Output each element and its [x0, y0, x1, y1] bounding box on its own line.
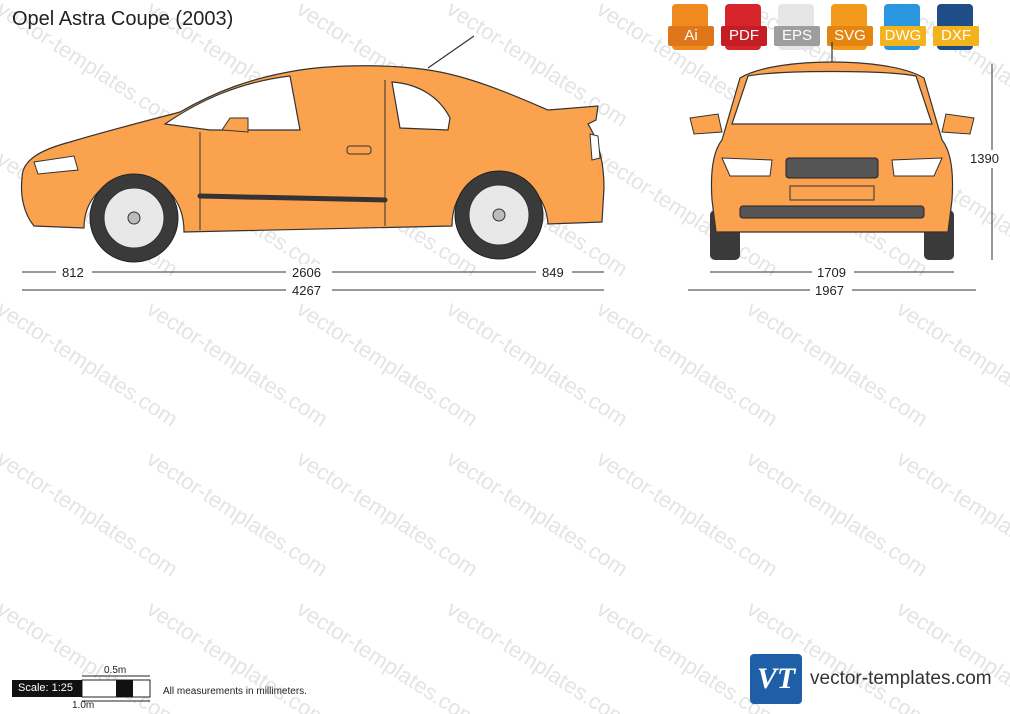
dim-front-overhang: 812 [62, 265, 84, 280]
headlight [33, 155, 79, 175]
grille [785, 157, 879, 179]
dim-track: 1709 [817, 265, 846, 280]
dim-length: 4267 [292, 283, 321, 298]
scale-half-meter: 0.5m [104, 665, 127, 676]
svg-download-button[interactable]: SVG [827, 4, 873, 50]
antenna [427, 35, 475, 69]
door-handle [346, 145, 372, 155]
windshield [731, 70, 933, 125]
lower-intake [739, 205, 925, 219]
right-mirror [941, 113, 975, 135]
front-view [689, 42, 975, 260]
tail-light [589, 133, 601, 161]
license-plate [789, 185, 875, 201]
scale-one-meter: 1.0m [72, 700, 95, 711]
dim-rear-overhang: 849 [542, 265, 564, 280]
front-right-headlight [891, 157, 943, 177]
front-wheel [89, 173, 179, 263]
left-mirror [689, 113, 723, 135]
page-title: Opel Astra Coupe (2003) [12, 8, 234, 30]
side-moulding [197, 193, 388, 203]
brand-name: vector-templates.com [810, 668, 992, 689]
measurement-note: All measurements in millimeters. [163, 686, 307, 697]
side-view [20, 35, 605, 263]
dim-wheelbase: 2606 [292, 265, 321, 280]
dxf-download-button[interactable]: DXF [933, 4, 979, 50]
rear-wheel [454, 170, 544, 260]
side-front-window [163, 75, 301, 131]
vt-logo-icon: VT [750, 654, 802, 704]
front-left-headlight [721, 157, 773, 177]
format-downloads: Ai PDF EPS SVG DWG DXF [668, 4, 979, 50]
scale-label: Scale: 1:25 [12, 680, 82, 697]
brand-link[interactable]: VT vector-templates.com [750, 654, 992, 704]
pdf-download-button[interactable]: PDF [721, 4, 767, 50]
dim-height: 1390 [970, 151, 999, 166]
scale-bar [81, 675, 151, 702]
dim-width: 1967 [815, 283, 844, 298]
side-mirror [221, 117, 249, 133]
ai-download-button[interactable]: Ai [668, 4, 714, 50]
side-rear-window [391, 81, 451, 131]
dimension-labels: 812 2606 849 4267 1709 1967 1390 [56, 150, 1004, 298]
eps-download-button[interactable]: EPS [774, 4, 820, 50]
dwg-download-button[interactable]: DWG [880, 4, 926, 50]
